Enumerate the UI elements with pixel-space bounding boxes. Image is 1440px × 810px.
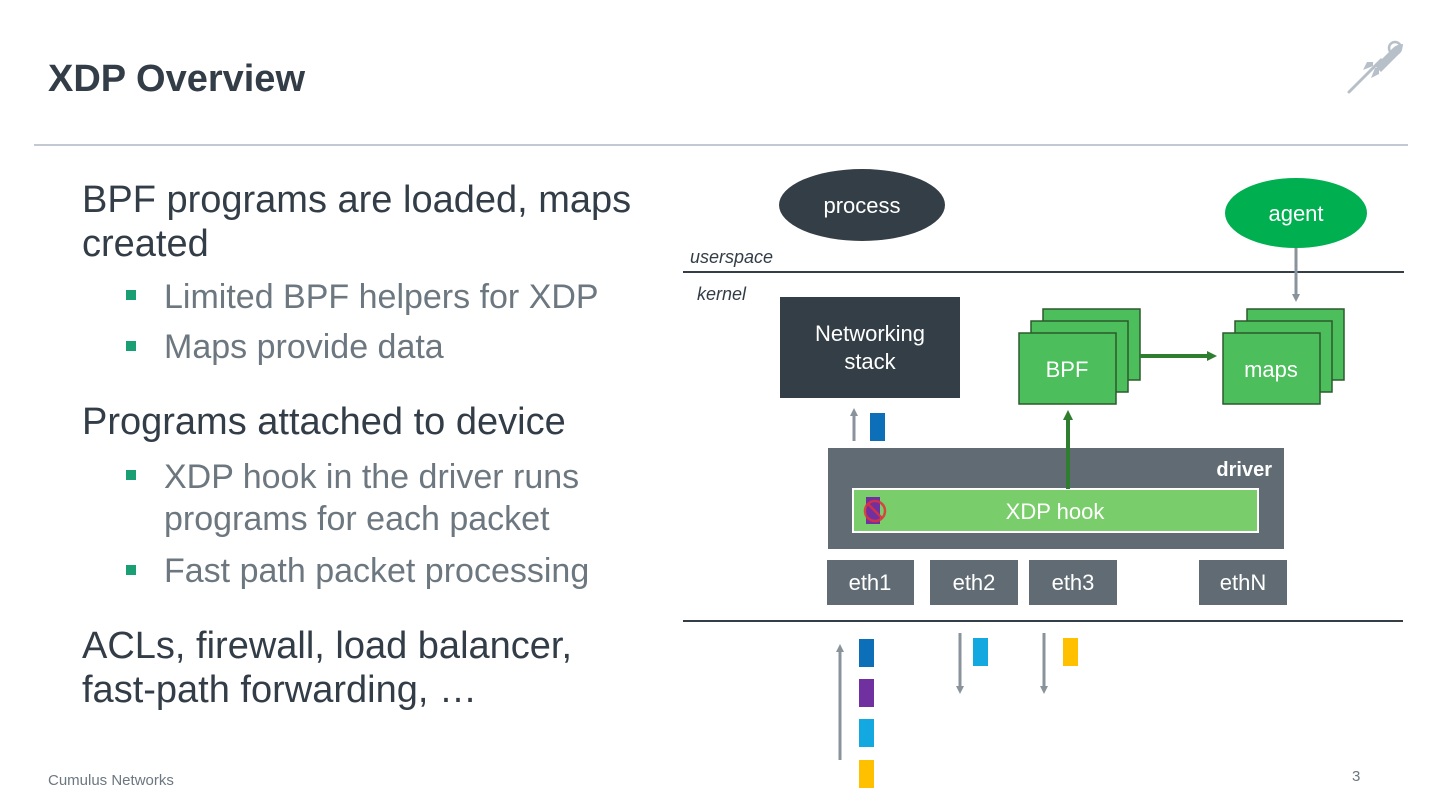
sub-bullet-1-2: Maps provide data: [164, 328, 444, 366]
ingress-packet-cyan: [859, 719, 874, 747]
page-number: 3: [1352, 768, 1361, 785]
sub-bullet-1-1: Limited BPF helpers for XDP: [164, 278, 599, 316]
ingress-packet-blue: [859, 639, 874, 667]
bpf-label: BPF: [1046, 357, 1089, 382]
networking-stack-label-2: stack: [844, 349, 896, 374]
egress-packet-yellow: [1063, 638, 1078, 666]
interface-label: eth1: [849, 570, 892, 595]
interface-eth2: eth2: [930, 560, 1018, 605]
maps-label: maps: [1244, 357, 1298, 382]
ingress-packet-purple: [859, 679, 874, 707]
bullet-1: BPF programs are loaded, maps created: [82, 179, 632, 265]
egress-packet-cyan: [973, 638, 988, 666]
interface-label: eth2: [953, 570, 996, 595]
interface-label: eth3: [1052, 570, 1095, 595]
maps-node: maps: [1222, 308, 1345, 405]
bullet-marker: [126, 565, 136, 575]
interface-eth1: eth1: [827, 560, 914, 605]
driver-label: driver: [1216, 459, 1272, 481]
rocket-logo-icon: [1347, 40, 1403, 94]
driver-node: driver: [828, 448, 1284, 549]
bullet-marker: [126, 470, 136, 480]
bullet-2: Programs attached to device: [82, 401, 566, 443]
ingress-packet-yellow: [859, 760, 874, 788]
bullet-marker: [126, 290, 136, 300]
bpf-node: BPF: [1018, 308, 1141, 405]
process-node: process: [779, 169, 945, 241]
bullet-3: ACLs, firewall, load balancer, fast-path…: [82, 625, 573, 711]
networking-stack-node: Networking stack: [780, 297, 960, 398]
sub-bullet-2-2: Fast path packet processing: [164, 552, 590, 590]
agent-node: agent: [1225, 178, 1367, 248]
interface-ethN: ethN: [1199, 560, 1287, 605]
bullet-marker: [126, 341, 136, 351]
kernel-label: kernel: [697, 284, 747, 304]
interface-eth3: eth3: [1029, 560, 1117, 605]
userspace-label: userspace: [690, 247, 773, 267]
networking-stack-label-1: Networking: [815, 321, 925, 346]
dropped-packet: [866, 497, 880, 524]
interface-label: ethN: [1220, 570, 1266, 595]
process-label: process: [823, 193, 900, 218]
xdp-hook-label: XDP hook: [1006, 499, 1106, 524]
footer-company: Cumulus Networks: [48, 772, 174, 789]
drop-circle-icon: [863, 499, 887, 523]
title-divider: [34, 144, 1408, 146]
passed-packet: [870, 413, 885, 441]
slide-title: XDP Overview: [48, 58, 306, 100]
agent-label: agent: [1268, 201, 1323, 226]
sub-bullet-2-1: XDP hook in the driver runs programs for…: [164, 458, 580, 538]
xdp-hook-node: XDP hook: [852, 488, 1259, 533]
